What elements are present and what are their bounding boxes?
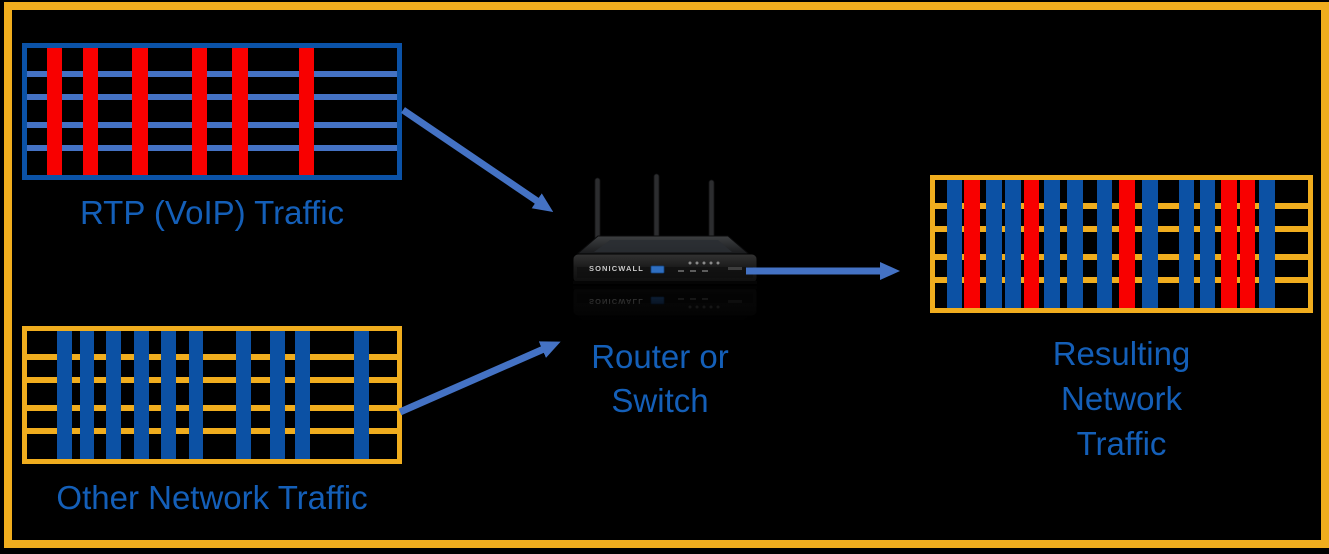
result-traffic-pattern bbox=[930, 175, 1313, 313]
data-packet-bar bbox=[986, 180, 1003, 308]
data-packet-bar bbox=[946, 180, 963, 308]
rtp-packet-bar bbox=[46, 48, 63, 175]
router-label-line2: Switch bbox=[611, 382, 709, 419]
data-packet-bar bbox=[79, 331, 95, 459]
rtp-packet-bar bbox=[82, 48, 99, 175]
other-traffic-label: Other Network Traffic bbox=[56, 479, 368, 516]
outer-frame bbox=[4, 2, 1329, 548]
timeline-grid-line bbox=[27, 405, 397, 412]
data-packet-bar bbox=[1096, 180, 1113, 308]
data-packet-bar bbox=[188, 331, 204, 459]
timeline-grid-line bbox=[27, 377, 397, 384]
rtp-traffic-pattern bbox=[22, 43, 402, 180]
result-label-line3: Traffic bbox=[1076, 425, 1167, 462]
router-device: SONICWALL bbox=[572, 173, 758, 284]
result-traffic-label: Resulting Network Traffic bbox=[930, 331, 1313, 466]
rtp-packet-bar bbox=[964, 180, 980, 308]
rtp-packet-bar bbox=[191, 48, 208, 175]
rtp-packet-bar bbox=[132, 48, 148, 175]
data-packet-bar bbox=[161, 331, 177, 459]
rtp-packet-bar bbox=[232, 48, 248, 175]
router-brand-text: SONICWALL bbox=[589, 264, 644, 273]
data-packet-bar bbox=[1259, 180, 1275, 308]
timeline-grid-line bbox=[27, 70, 397, 77]
rtp-packet-bar bbox=[1221, 180, 1238, 308]
data-packet-bar bbox=[236, 331, 252, 459]
rtp-packet-bar bbox=[1118, 180, 1135, 308]
data-packet-bar bbox=[105, 331, 121, 459]
data-packet-bar bbox=[57, 331, 73, 459]
data-packet-bar bbox=[1178, 180, 1195, 308]
router-port-marks bbox=[678, 267, 742, 272]
data-packet-bar bbox=[1067, 180, 1084, 308]
data-packet-bar bbox=[1142, 180, 1159, 308]
data-packet-bar bbox=[1043, 180, 1060, 308]
router-label-line1: Router or bbox=[591, 338, 729, 375]
router-base-shadow bbox=[573, 281, 757, 284]
router-status-leds bbox=[688, 261, 720, 265]
router-reflection-fade bbox=[568, 286, 762, 330]
data-packet-bar bbox=[1005, 180, 1021, 308]
router-top-glass bbox=[594, 240, 732, 252]
router-antenna-left bbox=[594, 177, 601, 243]
router-usb-port bbox=[650, 265, 665, 274]
result-label-line1: Resulting bbox=[1052, 335, 1191, 372]
router-antenna-center bbox=[653, 173, 660, 243]
timeline-grid-line bbox=[27, 144, 397, 151]
other-traffic-pattern bbox=[22, 326, 402, 464]
timeline-grid-line bbox=[27, 428, 397, 435]
data-packet-bar bbox=[294, 331, 310, 459]
data-packet-bar bbox=[1199, 180, 1216, 308]
router-antenna-right bbox=[708, 179, 715, 243]
timeline-grid-line bbox=[27, 121, 397, 128]
rtp-packet-bar bbox=[1239, 180, 1256, 308]
rtp-packet-bar bbox=[298, 48, 315, 175]
timeline-grid-line bbox=[27, 93, 397, 100]
result-label-line2: Network bbox=[1060, 380, 1183, 417]
rtp-packet-bar bbox=[1023, 180, 1040, 308]
router-front-stripe bbox=[577, 267, 753, 278]
rtp-traffic-label: RTP (VoIP) Traffic bbox=[79, 194, 345, 231]
timeline-grid-line bbox=[27, 354, 397, 361]
router-label: Router or Switch bbox=[560, 335, 760, 423]
data-packet-bar bbox=[270, 331, 286, 459]
data-packet-bar bbox=[133, 331, 149, 459]
data-packet-bar bbox=[354, 331, 369, 459]
router-device-image: SONICWALL bbox=[568, 173, 762, 330]
